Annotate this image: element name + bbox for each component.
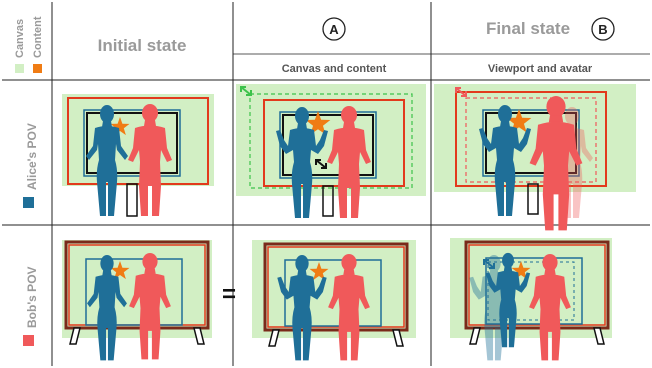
alice-color-swatch <box>23 197 34 208</box>
alice-a-panel <box>236 84 426 218</box>
b-badge-label: B <box>598 22 607 37</box>
b-subheader: Viewport and avatar <box>488 63 593 75</box>
legend-canvas-label: Canvas <box>14 19 26 58</box>
initial-state-header: Initial state <box>98 36 187 55</box>
easel-leg-icon <box>268 329 280 347</box>
bob-initial-panel <box>62 240 212 361</box>
easel-leg-icon <box>469 327 481 345</box>
content-frame <box>85 258 183 326</box>
content-legend-swatch <box>33 64 42 73</box>
viewport-frame <box>267 246 405 328</box>
equals-sign: = <box>222 281 236 308</box>
viewport-frame <box>468 244 606 326</box>
legend: Canvas Content <box>14 16 44 73</box>
viewport-frame <box>455 91 607 187</box>
moved-viewport-frame <box>465 97 597 183</box>
a-subheader: Canvas and content <box>282 63 387 75</box>
alice-pov-label: Alice's POV <box>25 123 39 190</box>
easel-leg-icon <box>193 327 205 345</box>
easel-leg-icon <box>126 183 138 217</box>
canvas-legend-swatch <box>15 64 24 73</box>
viewport-frame <box>67 97 209 185</box>
b-badge: B <box>591 17 615 41</box>
final-state-header: Final state <box>486 19 570 38</box>
bob-pov-label: Bob's POV <box>25 266 39 328</box>
screen-frame <box>86 112 178 174</box>
bob-color-swatch <box>23 335 34 346</box>
viewport-frame <box>263 99 405 187</box>
a-badge: A <box>322 17 346 41</box>
a-badge-label: A <box>329 22 339 37</box>
enlarged-viewport-frame <box>249 93 413 189</box>
content-frame <box>83 109 181 177</box>
bob-a-panel <box>252 240 416 361</box>
easel-leg-icon <box>392 329 404 347</box>
alice-b-panel <box>434 84 636 231</box>
easel-leg-icon <box>593 327 605 345</box>
easel-leg-icon <box>527 183 539 215</box>
alice-initial-panel <box>62 94 214 217</box>
easel-leg-icon <box>322 185 334 217</box>
easel-leg-icon <box>69 327 81 345</box>
bob-b-panel <box>450 238 612 361</box>
screen-frame <box>263 242 409 332</box>
legend-content-label: Content <box>32 16 44 58</box>
screen-frame <box>64 240 210 330</box>
screen-frame <box>464 240 610 330</box>
